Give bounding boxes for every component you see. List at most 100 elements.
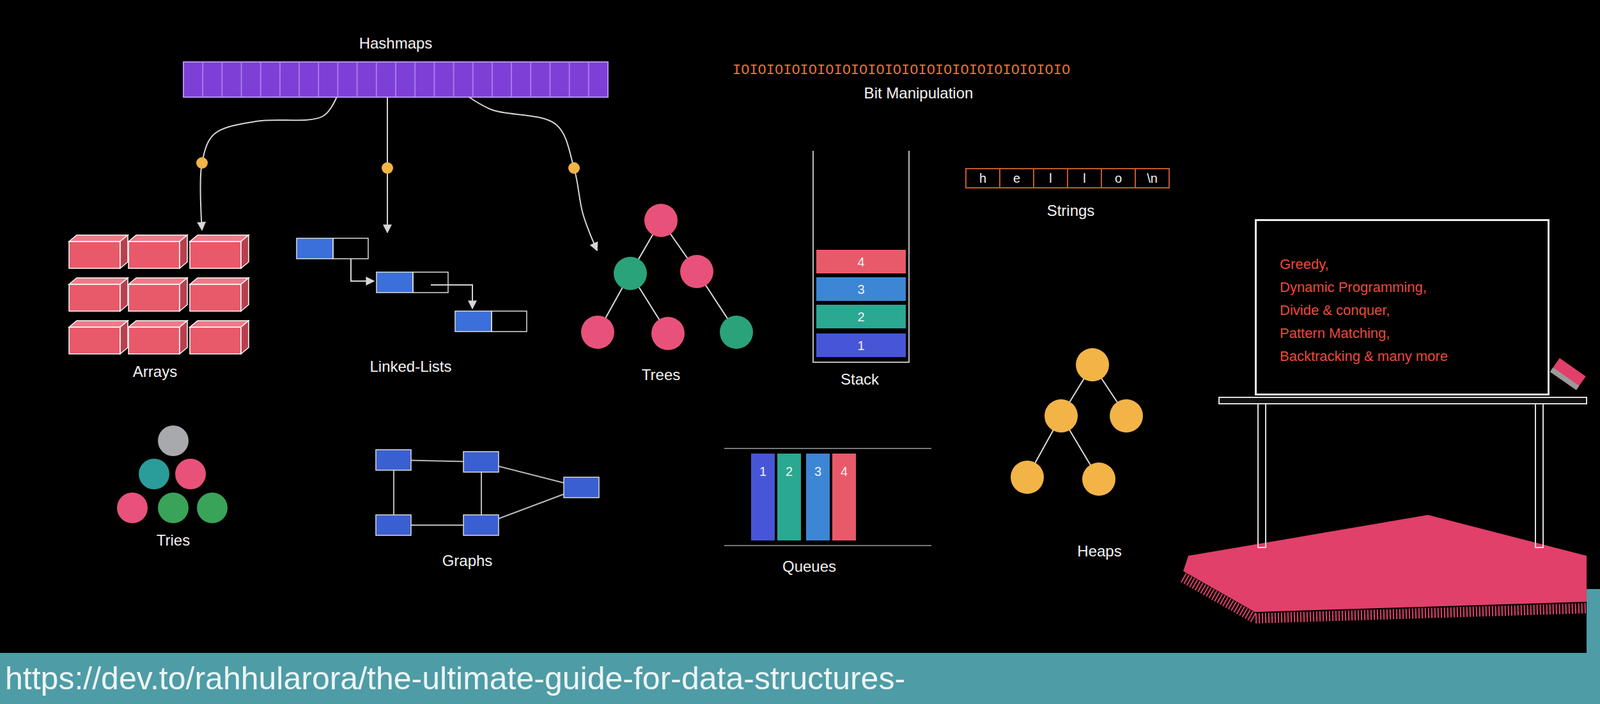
string-cell: o	[1100, 168, 1136, 189]
caption-band	[0, 653, 1600, 704]
blackboard: Greedy,Dynamic Programming,Divide & conq…	[1254, 219, 1550, 396]
linked-list-node: Linked-Lists	[290, 232, 531, 379]
heap-circle	[1082, 462, 1116, 497]
graph-vertex	[463, 451, 499, 473]
list-pointer	[412, 272, 449, 293]
string-node: hello\nStrings	[962, 164, 1180, 223]
node-label: Queues	[782, 558, 837, 577]
trie-circle	[196, 492, 228, 524]
cell-text: e	[1013, 170, 1021, 187]
section-label: Bit Manipulation	[864, 84, 974, 103]
board-text: Pattern Matching,	[1279, 322, 1390, 346]
queue-node: 1 2 34Queues	[709, 447, 909, 579]
trie-circle	[157, 492, 189, 524]
list-value	[376, 272, 413, 293]
node-label: Linked-Lists	[369, 357, 452, 377]
array-cube	[69, 235, 128, 269]
caption-band	[1586, 589, 1600, 654]
tree-circle	[644, 203, 678, 238]
string-cell: h	[965, 168, 1001, 189]
queue-rail	[724, 545, 932, 547]
stand-leg	[1258, 403, 1266, 548]
board-text: Greedy,	[1279, 253, 1329, 277]
hashmap-arrow	[200, 97, 337, 231]
stack-cell: 2	[816, 304, 906, 329]
cell-text: 1	[857, 338, 865, 354]
tree-circle	[651, 317, 685, 351]
cell-text: 3	[857, 281, 865, 298]
tree-drawing	[581, 203, 754, 351]
linked-list-drawing	[296, 238, 527, 332]
cell-text: 3	[814, 464, 822, 480]
node-label: Stack	[840, 370, 879, 390]
cell-text: 4	[857, 254, 865, 270]
hashmap-bar	[183, 62, 608, 98]
list-link	[430, 285, 473, 309]
heap-drawing	[1010, 348, 1143, 497]
heap-circle	[1044, 399, 1078, 433]
queue-cell: 3	[806, 453, 830, 541]
trie-node: Tries	[115, 529, 231, 553]
eraser	[1550, 358, 1586, 391]
cell-text: h	[979, 170, 987, 187]
tree-circle	[613, 256, 647, 291]
heap-circle	[1075, 348, 1110, 382]
list-pointer	[333, 238, 369, 259]
binary-digits: IOIOIOIOIOIOIOIOIOIOIOIOIOIOIOIOIOIOIOIO	[732, 62, 1071, 80]
tree-node: Trees	[597, 201, 725, 387]
stack-cell: 4	[816, 249, 906, 274]
heap-circle	[1109, 399, 1143, 433]
junction-dot	[568, 162, 580, 174]
eraser-pad	[1550, 367, 1580, 390]
graph-vertex	[375, 515, 412, 536]
cell-text: o	[1114, 170, 1122, 187]
rug-fringe	[1183, 577, 1587, 619]
cell-text: 2	[857, 309, 865, 325]
graph-vertex	[563, 477, 599, 498]
trie-circle	[116, 492, 148, 524]
graph-vertex	[375, 450, 412, 471]
stand-leg	[1535, 403, 1544, 548]
board-text: Backtracking & many more	[1279, 345, 1448, 369]
node-label: Hashmaps	[359, 34, 433, 54]
chalk-shelf	[1219, 397, 1587, 404]
string-cell: l	[1066, 168, 1103, 189]
list-value	[296, 238, 334, 259]
eraser-top	[1550, 358, 1586, 391]
graph-vertex	[463, 515, 499, 536]
stack-cell: 1	[816, 333, 906, 358]
string-cell: e	[999, 168, 1035, 189]
array-cube	[189, 235, 249, 269]
graph-node: Graphs	[403, 549, 532, 573]
list-value	[455, 311, 492, 332]
string-cell: \n	[1134, 168, 1170, 189]
node-label: Graphs	[442, 552, 493, 571]
tree-circle	[680, 255, 714, 289]
heap-circle	[1010, 460, 1044, 495]
trie-circle	[138, 458, 170, 490]
node-label: Strings	[1047, 201, 1096, 221]
caption-url: https://dev.to/rahhularora/the-ultimate-…	[5, 660, 906, 698]
cell-text: 2	[785, 464, 793, 480]
rug	[1183, 515, 1587, 613]
stack-cell: 3	[816, 277, 906, 302]
node-label: Arrays	[132, 363, 178, 382]
node-label: Tries	[156, 531, 190, 551]
cell-text: 1	[759, 464, 767, 480]
string-cell: l	[1033, 168, 1069, 189]
hashmap-arrow	[469, 97, 598, 251]
queue-cell: 4	[832, 453, 856, 541]
array-cube	[128, 235, 188, 269]
queue-cell: 1	[751, 453, 775, 541]
array-cube	[128, 320, 188, 355]
trie-drawing	[116, 425, 228, 524]
array-cube	[69, 320, 128, 355]
stack-container	[813, 150, 909, 363]
array-cube	[189, 320, 249, 355]
tree-circle	[719, 315, 754, 350]
list-link	[350, 258, 374, 282]
junction-dot	[196, 157, 208, 169]
